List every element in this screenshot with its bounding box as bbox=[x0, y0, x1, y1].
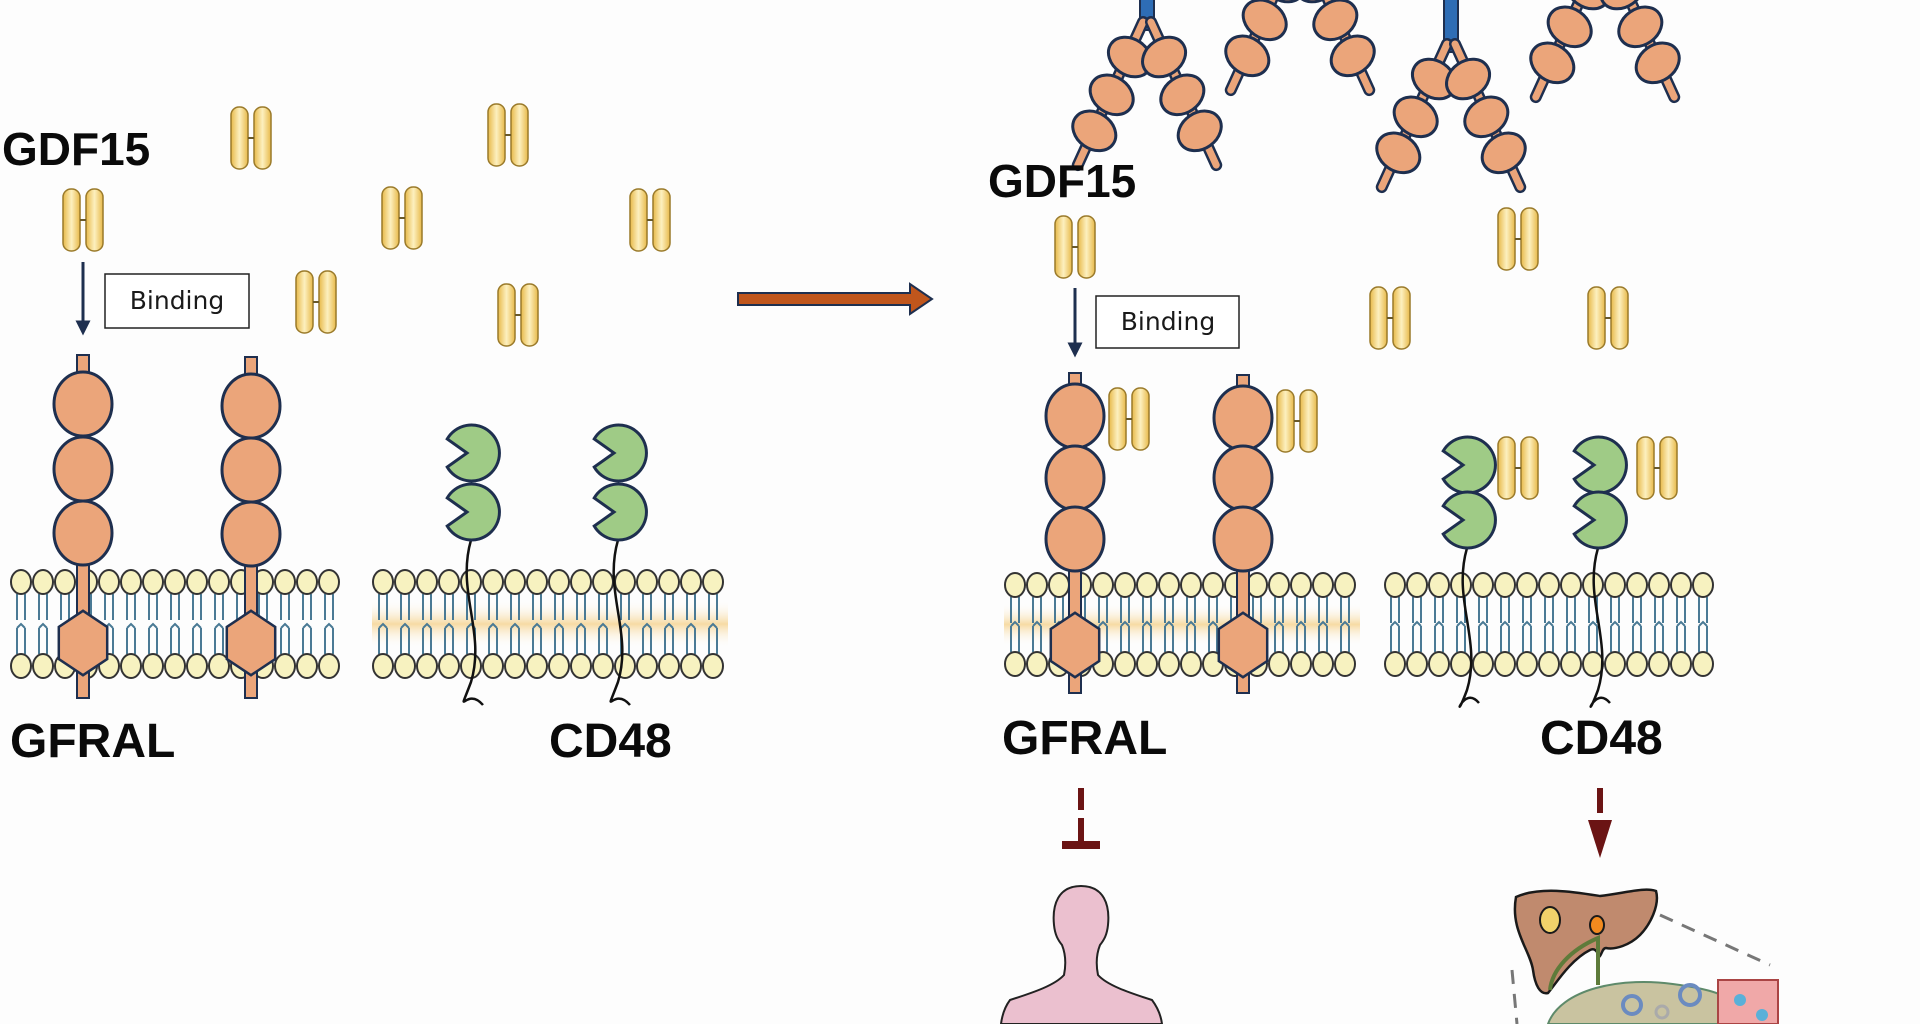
left-gfral-membrane bbox=[10, 569, 340, 679]
right-cd48-receptor bbox=[1572, 435, 1628, 708]
left-gdf15-label: GDF15 bbox=[2, 123, 150, 175]
antibodies bbox=[1071, 0, 1681, 194]
activation-arrow-icon bbox=[1588, 788, 1612, 858]
gdf15-dimer-icon bbox=[1587, 286, 1629, 350]
gdf15-dimer-icon bbox=[497, 283, 539, 347]
left-gfral-label: GFRAL bbox=[10, 715, 175, 768]
inhibition-icon bbox=[1062, 788, 1100, 849]
person-silhouette-icon bbox=[999, 884, 1164, 1024]
gdf15-dimer-icon bbox=[1054, 215, 1096, 279]
right-cd48-label: CD48 bbox=[1540, 712, 1663, 765]
bound-gdf15-dimer-icon bbox=[1497, 436, 1539, 500]
left-cd48-receptor bbox=[445, 423, 501, 706]
gdf15-dimer-icon bbox=[62, 188, 104, 252]
receptors bbox=[52, 354, 1628, 708]
bound-gdf15-dimer-icon bbox=[1108, 387, 1150, 451]
right-gfral-label: GFRAL bbox=[1002, 712, 1167, 765]
gdf15-dimer-icon bbox=[1497, 207, 1539, 271]
bound-gdf15-dimer-icon bbox=[1636, 436, 1678, 500]
gdf15-dimer-icon bbox=[487, 103, 529, 167]
right-gfral-receptor bbox=[1212, 374, 1274, 694]
antibody-icon bbox=[1071, 0, 1223, 172]
liver-tumor-icon bbox=[1510, 888, 1779, 1024]
right-cd48-receptor bbox=[1441, 435, 1497, 708]
left-binding-box bbox=[104, 273, 250, 329]
right-binding-label: Binding bbox=[1121, 307, 1215, 336]
left-cd48-label: CD48 bbox=[549, 715, 672, 768]
gdf15-dimer-icon bbox=[230, 106, 272, 170]
bound-gdf15-dimer-icon bbox=[1276, 389, 1318, 453]
antibody-icon bbox=[1375, 0, 1527, 194]
right-gdf15-label: GDF15 bbox=[988, 155, 1136, 207]
right-gfral-receptor bbox=[1044, 372, 1106, 694]
left-gfral-receptor bbox=[52, 354, 114, 699]
left-binding-label: Binding bbox=[130, 286, 224, 315]
gdf15-dimer-icon bbox=[295, 270, 337, 334]
right-binding-box bbox=[1095, 295, 1240, 349]
gdf15-ligands bbox=[62, 103, 1678, 500]
right-cd48-membrane bbox=[1384, 572, 1714, 677]
gdf15-dimer-icon bbox=[381, 186, 423, 250]
left-gfral-receptor bbox=[220, 356, 282, 699]
left-cd48-membrane bbox=[372, 569, 728, 679]
gdf15-dimer-icon bbox=[629, 188, 671, 252]
left-cd48-receptor bbox=[592, 423, 648, 706]
gdf15-dimer-icon bbox=[1369, 286, 1411, 350]
antibody-icon bbox=[1529, 0, 1681, 104]
antibody-icon bbox=[1224, 0, 1376, 97]
right-arrow-icon bbox=[737, 282, 934, 316]
